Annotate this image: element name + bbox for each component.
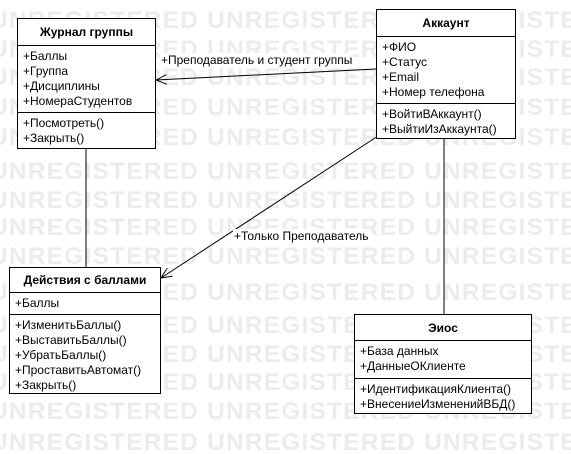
class-title: Действия с баллами [10, 268, 160, 293]
class-attribute: +Группа [23, 64, 69, 78]
class-method: +ИзменитьБаллы() [15, 318, 122, 332]
class-method: +Посмотреть() [23, 116, 105, 130]
class-attribute: +Баллы [15, 296, 60, 310]
class-attributes: +Баллы +Группа +Дисциплины +НомераСтуден… [18, 46, 155, 113]
class-attribute: +Номер телефона [382, 85, 485, 99]
class-account[interactable]: Аккаунт +ФИО +Статус +Email +Номер телеф… [376, 9, 516, 139]
class-methods: +ИзменитьБаллы() +ВыставитьБаллы() +Убра… [10, 315, 160, 393]
class-score-actions[interactable]: Действия с баллами +Баллы +ИзменитьБаллы… [9, 267, 161, 394]
class-attributes: +ФИО +Статус +Email +Номер телефона [377, 37, 515, 104]
class-method: +ВыставитьБаллы() [15, 333, 127, 347]
class-attribute: +База данных [360, 344, 439, 358]
class-journal-group[interactable]: Журнал группы +Баллы +Группа +Дисциплины… [17, 18, 156, 149]
class-attributes: +Баллы [10, 293, 160, 315]
class-method: +Закрыть() [15, 378, 77, 392]
class-methods: +Посмотреть() +Закрыть() [18, 113, 155, 146]
class-methods: +ИдентификацияКлиента() +ВнесениеИзменен… [355, 379, 531, 412]
class-methods: +ВойтиВАккаунт() +ВыйтиИзАккаунта() [377, 104, 515, 137]
class-title: Журнал группы [18, 19, 155, 46]
class-method: +ПроставитьАвтомат() [15, 363, 142, 377]
class-attribute: +ДанныеОКлиенте [360, 359, 466, 373]
class-method: +ВнесениеИзмененийВБД() [360, 397, 516, 411]
class-method: +ВыйтиИзАккаунта() [382, 122, 497, 136]
class-attribute: +НомераСтудентов [23, 94, 133, 108]
class-title: Аккаунт [377, 10, 515, 37]
class-eios[interactable]: Эиос +База данных +ДанныеОКлиенте +Идент… [354, 314, 532, 414]
class-attribute: +Статус [382, 55, 427, 69]
class-attribute: +Баллы [23, 49, 68, 63]
class-method: +ИдентификацияКлиента() [360, 382, 511, 396]
class-method: +УбратьБаллы() [15, 348, 107, 362]
class-method: +ВойтиВАккаунт() [382, 107, 482, 121]
class-attribute: +ФИО [382, 40, 417, 54]
association-label-teacher-and-student: +Преподаватель и студент группы [160, 53, 354, 67]
class-attribute: +Дисциплины [23, 79, 100, 93]
association-account-to-score-actions [161, 135, 379, 278]
class-attribute: +Email [382, 70, 420, 84]
class-attributes: +База данных +ДанныеОКлиенте [355, 341, 531, 379]
association-label-teacher-only: +Только Преподаватель [233, 229, 370, 243]
association-account-to-journal [156, 68, 377, 80]
class-method: +Закрыть() [23, 131, 85, 145]
class-title: Эиос [355, 315, 531, 341]
